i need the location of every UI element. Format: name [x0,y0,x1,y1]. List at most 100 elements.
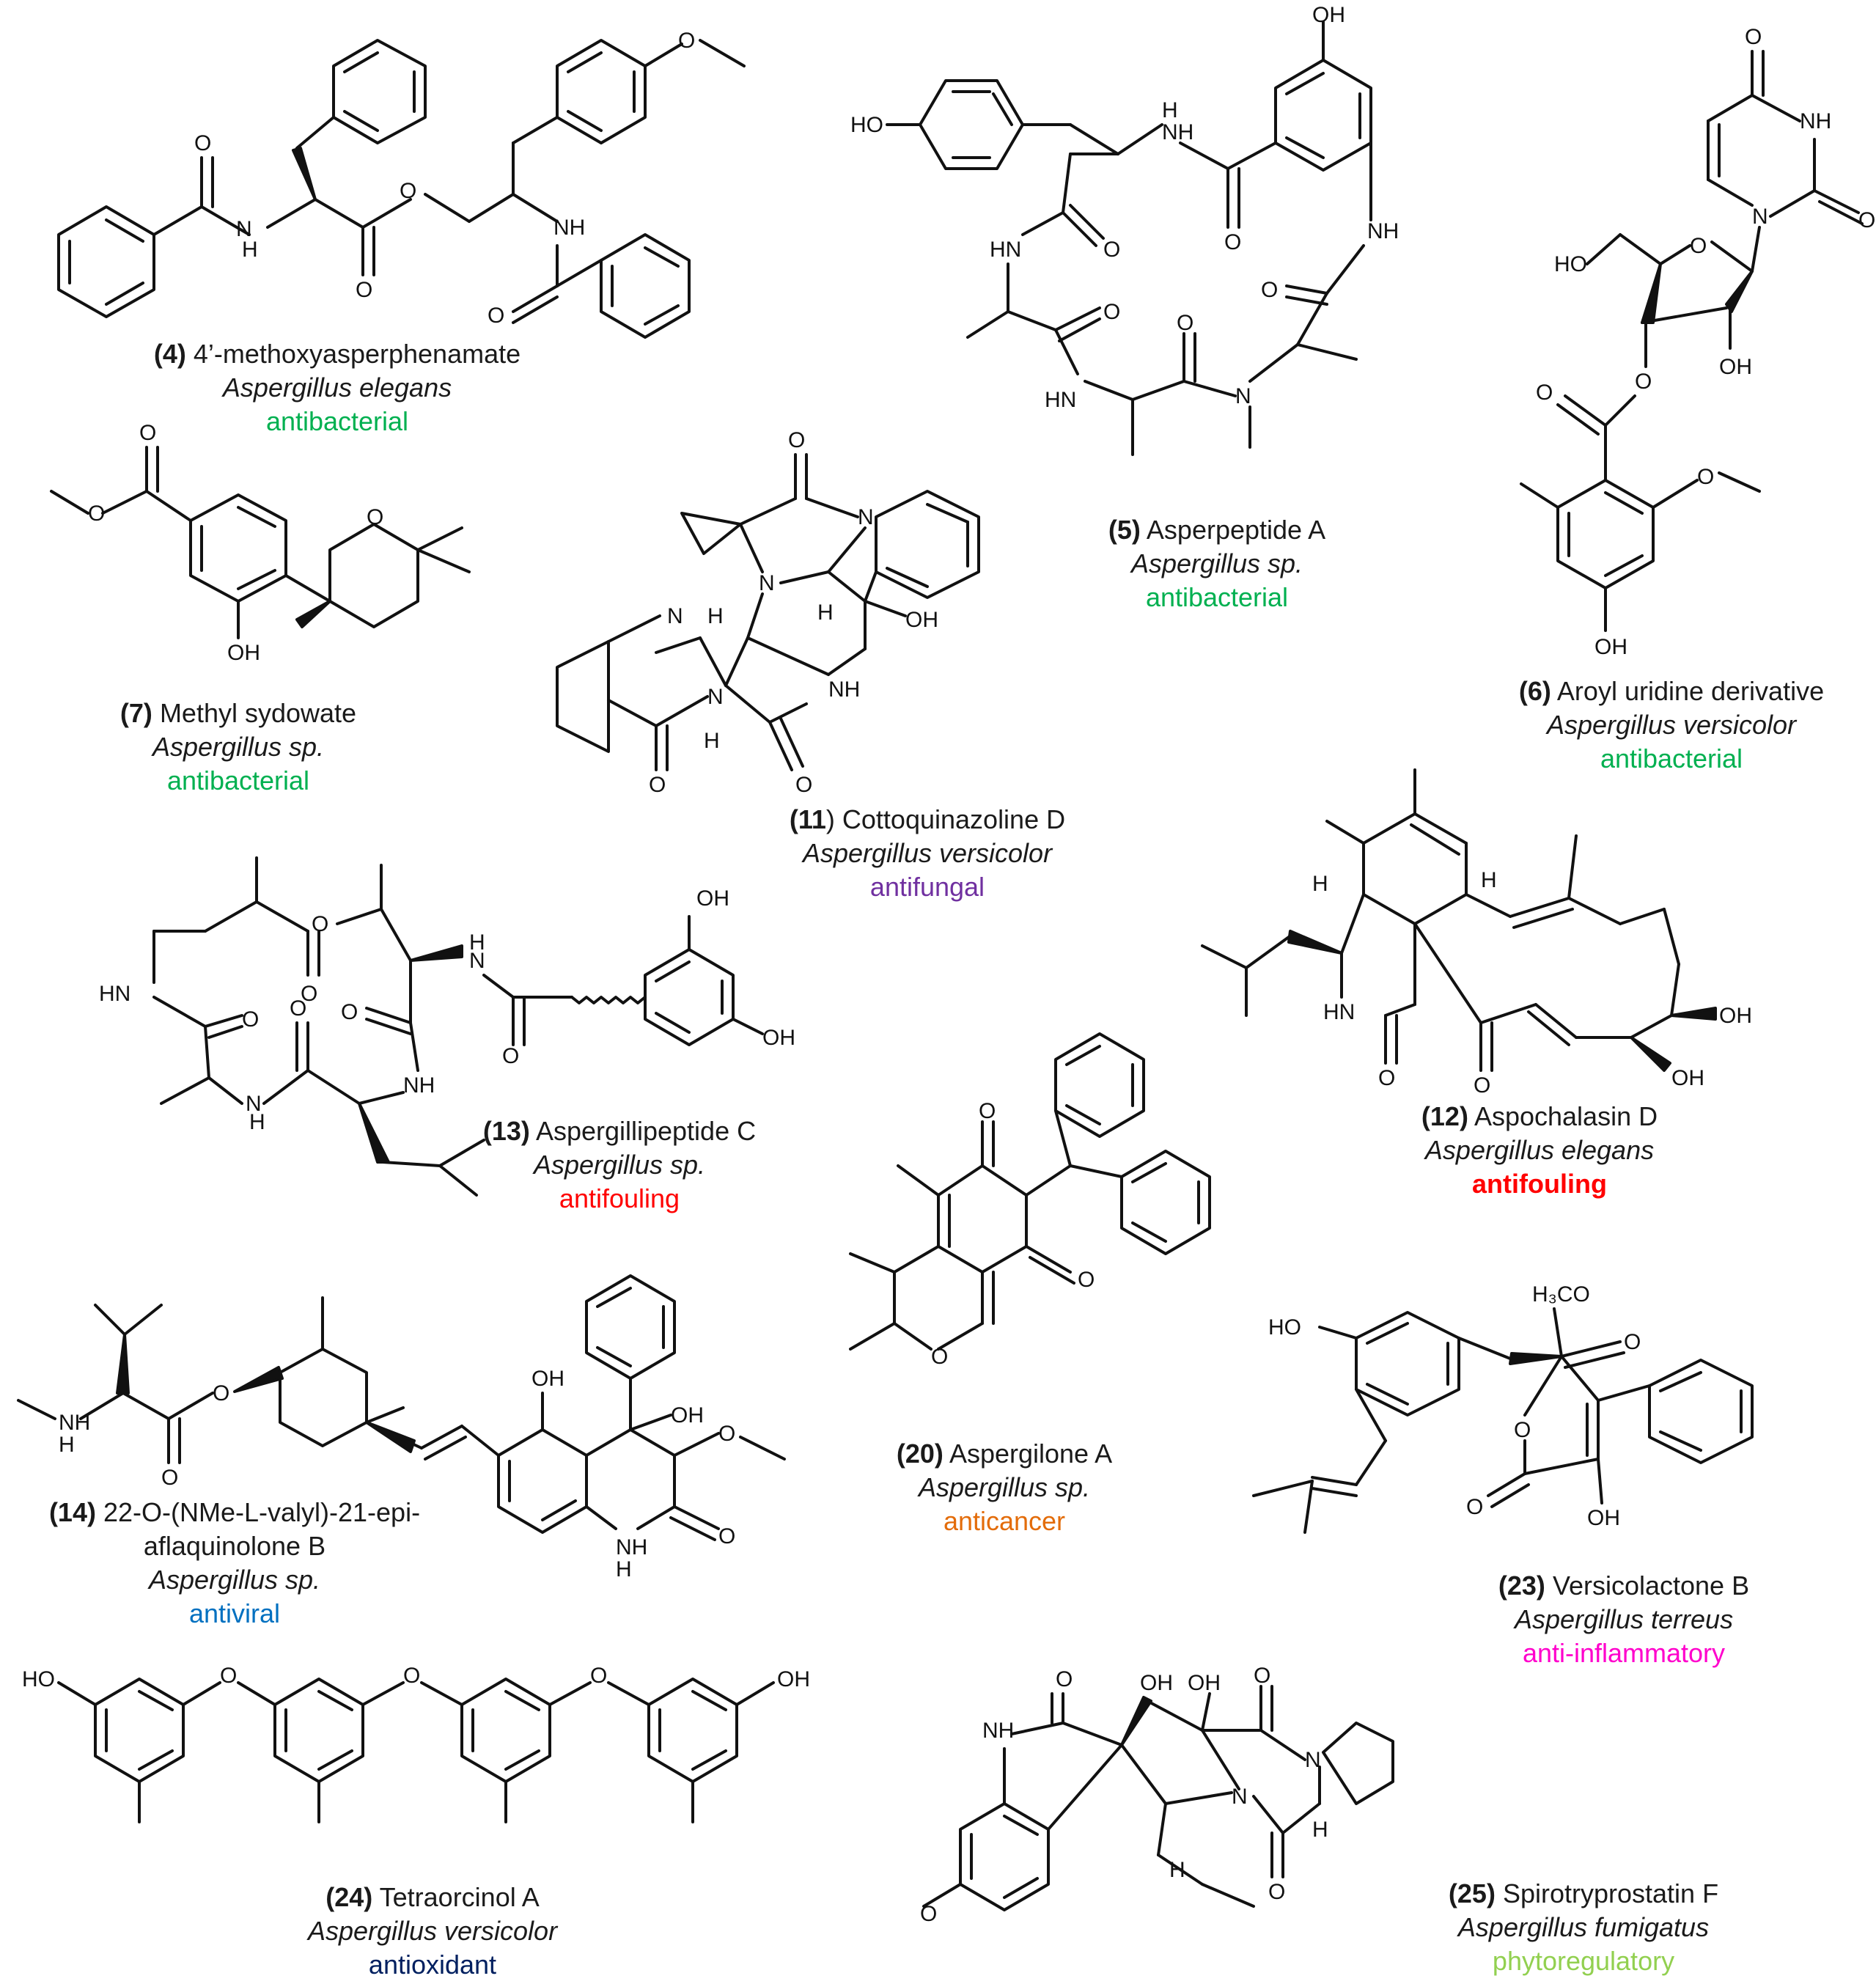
caption-11: (11) Cottoquinazoline D Aspergillus vers… [762,803,1092,904]
atom-label: H [707,604,724,628]
atom-label: N [1235,384,1251,408]
compound-number: (23) [1498,1570,1545,1601]
atom-label: O [301,982,317,1006]
atom-label: O [312,912,328,936]
atom-label: OH [1188,1671,1221,1695]
atom-label: HO [1554,252,1587,276]
atom-label: H [59,1433,75,1457]
compound-organism: Aspergillus versicolor [307,1916,558,1946]
compound-organism: Aspergillus terreus [1514,1604,1734,1634]
compound-organism: Aspergillus elegans [222,372,452,403]
atom-label: N [246,1092,262,1116]
atom-label: N [707,685,724,709]
caption-23: (23) Versicolactone B Aspergillus terreu… [1459,1569,1789,1670]
compound-number: (5) [1108,515,1141,545]
atom-label: HN [990,238,1021,262]
atom-label: NH [59,1411,90,1435]
atom-label: O [1697,465,1714,489]
atom-label: OH [777,1667,810,1691]
caption-25: (25) Spirotryprostatin F Aspergillus fum… [1437,1877,1730,1978]
atom-label: O [1635,370,1652,394]
compound-organism: Aspergillus versicolor [1546,710,1797,740]
atom-label: OH [1587,1506,1620,1530]
atom-label: O [718,1422,735,1446]
atom-label: O [139,421,156,445]
atom-label: O [920,1902,937,1926]
structure-23: H₃CO O HO O O OH [1252,1282,1754,1534]
atom-label: N [236,217,252,241]
atom-label: O [1474,1073,1490,1098]
atom-label: O [161,1466,178,1490]
atom-label: O [341,1000,358,1024]
compound-name-line2: aflaquinolone B [143,1531,326,1561]
atom-label: O [1378,1066,1395,1090]
structure-20: O O O [849,1032,1211,1369]
atom-label: O [1624,1330,1641,1354]
atom-label: HN [1323,1000,1355,1024]
atom-label: OH [696,886,729,911]
compound-name: Methyl sydowate [159,698,357,728]
compound-organism: Aspergillus sp. [148,1565,321,1595]
atom-label: OH [905,608,938,632]
atom-label: H [616,1557,632,1581]
atom-label: O [194,131,211,155]
caption-5: (5) Asperpeptide A Aspergillus sp. antib… [1070,513,1364,614]
caption-4: (4) 4’-methoxyasperphenamate Aspergillus… [117,337,557,438]
compound-activity: antibacterial [1145,582,1289,612]
atom-label: N [759,571,775,595]
atom-label: HN [99,982,130,1006]
compound-activity: antibacterial [1600,743,1743,774]
compound-number: (7) [119,698,152,728]
atom-label: O [1224,230,1241,254]
compound-organism: Aspergillus elegans [1424,1135,1655,1165]
atom-label: OH [1671,1066,1704,1090]
atom-label: OH [1140,1671,1173,1695]
structure-14: NH H O O OH OH O O NH H [17,1274,786,1581]
structure-12: H H OH OH O O HN [1201,768,1752,1098]
atom-label: N [667,604,683,628]
atom-label: H [1312,1818,1328,1842]
compound-activity: antioxidant [368,1950,497,1980]
atom-label: H [1162,98,1178,122]
atom-label: O [502,1044,519,1068]
atom-label: O [403,1664,420,1688]
atom-label: OH [531,1367,564,1391]
compound-organism: Aspergillus sp. [152,732,325,762]
atom-label: NH [616,1535,647,1559]
compound-organism: Aspergillus sp. [918,1472,1091,1502]
atom-label: HO [850,113,883,137]
structure-24: HO O O O OH [22,1664,810,1823]
atom-label: OH [1594,635,1627,659]
caption-7: (7) Methyl sydowate Aspergillus sp. anti… [73,697,403,798]
atom-label: NH [403,1073,435,1098]
atom-label: HO [1268,1315,1301,1340]
compound-name: 4’-methoxyasperphenamate [193,339,521,369]
atom-label: N [1752,205,1768,229]
atom-label: NH [1800,109,1831,133]
compound-name: Versicolactone B [1552,1570,1750,1601]
compound-number: (14) [48,1497,96,1527]
atom-label: H [704,729,720,753]
atom-label: O [590,1664,607,1688]
atom-label: O [1254,1664,1270,1688]
atom-label: NH [828,677,860,702]
atom-label: H [242,238,258,262]
compound-number: (11 [789,804,826,834]
compound-number: (25) [1448,1878,1496,1908]
atom-label: O [213,1381,229,1406]
atom-label: O [488,304,504,328]
compound-activity: phytoregulatory [1492,1946,1675,1976]
atom-label: O [1536,381,1553,405]
compound-activity: antibacterial [166,765,310,796]
atom-label: OH [1312,3,1345,27]
compound-name: 22-O-(NMe-L-valyl)-21-epi- [103,1497,421,1527]
structure-6: O NH O N O OH HO O O O OH [1520,25,1875,659]
structure-11: O N N H OH NH H H O N N O [556,428,980,797]
structure-4: O H N O O O NH O [57,29,746,339]
structure-5: HO NH H O OH NH O N O HN O HN O [850,3,1399,456]
compound-activity: antiviral [188,1598,281,1628]
caption-20: (20) Aspergilone A Aspergillus sp. antic… [858,1437,1151,1538]
atom-label: H [469,930,485,955]
atom-label: H [1312,872,1328,896]
atom-label: O [400,179,416,203]
